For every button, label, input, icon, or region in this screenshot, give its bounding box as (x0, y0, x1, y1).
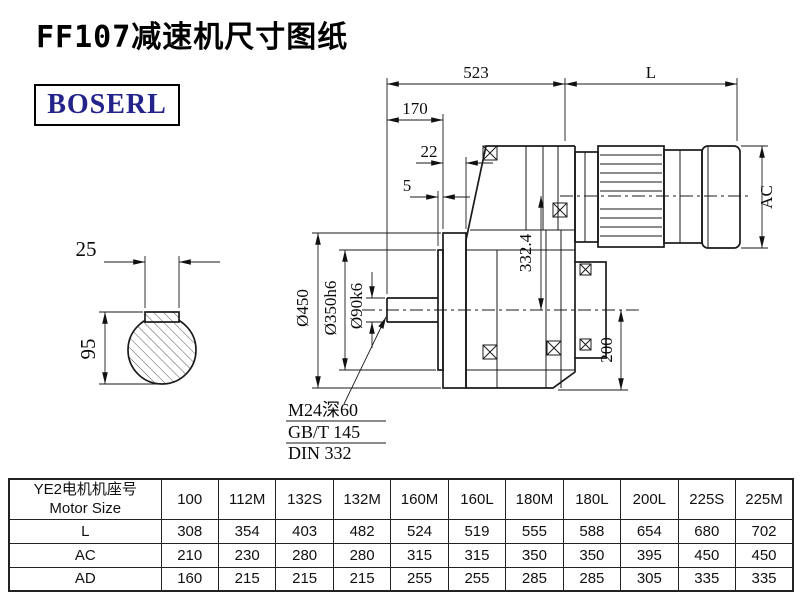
table-cell: 403 (275, 518, 334, 544)
shaft-circle (127, 315, 197, 385)
dim-shaft-dia-label: Ø90k6 (347, 283, 366, 329)
table-cell: 555 (505, 518, 564, 544)
col-header: 225M (735, 478, 794, 520)
table-cell: 450 (677, 542, 737, 568)
table-header-row: YE2电机机座号 Motor Size 100 112M 132S 132M 1… (8, 478, 794, 520)
flange (442, 232, 467, 389)
motor-frame (663, 149, 703, 244)
housing-outline (465, 145, 575, 388)
dim-flange-od-label: Ø450 (293, 289, 312, 327)
table-cell: 285 (505, 566, 564, 592)
dim-motor-height-label: AC (757, 185, 776, 209)
table-cell: 315 (390, 542, 449, 568)
dim-key-height-label: 95 (76, 339, 100, 360)
table-cell: 354 (217, 518, 277, 544)
table-row-AC: AC 210 230 280 280 315 315 350 350 395 4… (8, 542, 794, 568)
dim-key-width-label: 25 (76, 237, 97, 261)
dim-flange-thickness-label: 22 (421, 142, 438, 161)
dim-axis-height-label: 332.4 (516, 233, 535, 272)
table-row-L: L 308 354 403 482 524 519 555 588 654 68… (8, 518, 794, 544)
table-cell: 255 (447, 566, 507, 592)
motor-size-table: YE2电机机座号 Motor Size 100 112M 132S 132M 1… (8, 478, 794, 592)
table-cell: 702 (735, 518, 794, 544)
table-cell: 395 (620, 542, 679, 568)
col-header: 112M (217, 478, 277, 520)
page-title: FF107减速机尺寸图纸 (36, 20, 349, 55)
technical-drawing: 25 95 (76, 63, 777, 463)
corner-marks (482, 145, 592, 360)
row-label: AD (8, 566, 162, 592)
note-tapped-hole: M24深60 (288, 400, 358, 420)
table-cell: 160 (160, 566, 219, 592)
row-label: L (8, 518, 162, 544)
dimensions: 523 L 170 22 5 AC 332.4 200 Ø450 (286, 63, 776, 463)
motor-adapter (574, 151, 599, 243)
col-header: 132S (275, 478, 334, 520)
col-header: 160M (390, 478, 449, 520)
dim-motor-length-label: L (646, 63, 656, 82)
col-header: 132M (332, 478, 392, 520)
brand-logo: BOSERL (34, 84, 180, 126)
table-cell: 350 (505, 542, 564, 568)
motor-fins (600, 154, 662, 237)
row-header-en: Motor Size (49, 500, 122, 518)
col-header: 200L (620, 478, 679, 520)
table-cell: 215 (332, 566, 392, 592)
table-cell: 285 (562, 566, 622, 592)
table-cell: 350 (562, 542, 622, 568)
row-header-cn: YE2电机机座号 (33, 481, 137, 499)
housing-ribs (466, 146, 575, 388)
table-cell: 305 (620, 566, 679, 592)
row-header-cell: YE2电机机座号 Motor Size (8, 478, 162, 520)
keyway (144, 311, 180, 323)
table-cell: 315 (447, 542, 507, 568)
dim-spigot-dia-label: Ø350h6 (321, 281, 340, 336)
col-header: 160L (447, 478, 507, 520)
col-header: 180M (505, 478, 564, 520)
table-cell: 280 (332, 542, 392, 568)
dim-bottom-to-axis-label: 200 (597, 337, 616, 363)
col-header: 180L (562, 478, 622, 520)
gearbox-main-view (362, 145, 752, 389)
table-cell: 210 (160, 542, 219, 568)
note-din-standard: DIN 332 (288, 443, 352, 463)
table-row-AD: AD 160 215 215 215 255 255 285 285 305 3… (8, 566, 794, 592)
col-header: 225S (677, 478, 737, 520)
col-header: 100 (160, 478, 219, 520)
table-cell: 215 (275, 566, 334, 592)
row-label: AC (8, 542, 162, 568)
table-cell: 255 (390, 566, 449, 592)
table-cell: 588 (562, 518, 622, 544)
table-cell: 524 (390, 518, 449, 544)
table-cell: 215 (217, 566, 277, 592)
table-cell: 280 (275, 542, 334, 568)
table-cell: 450 (735, 542, 794, 568)
table-cell: 482 (332, 518, 392, 544)
table-cell: 335 (735, 566, 794, 592)
dim-shaft-length-label: 170 (402, 99, 428, 118)
dim-spigot-label: 5 (403, 176, 412, 195)
motor-stator (597, 145, 665, 248)
table-cell: 335 (677, 566, 737, 592)
dim-total-length-label: 523 (463, 63, 489, 82)
table-cell: 654 (620, 518, 679, 544)
table-cell: 519 (447, 518, 507, 544)
table-cell: 680 (677, 518, 737, 544)
note-gb-standard: GB/T 145 (288, 422, 360, 442)
table-cell: 230 (217, 542, 277, 568)
shaft-section-view: 25 95 (76, 237, 220, 385)
fan-cover (701, 145, 741, 249)
table-cell: 308 (160, 518, 219, 544)
